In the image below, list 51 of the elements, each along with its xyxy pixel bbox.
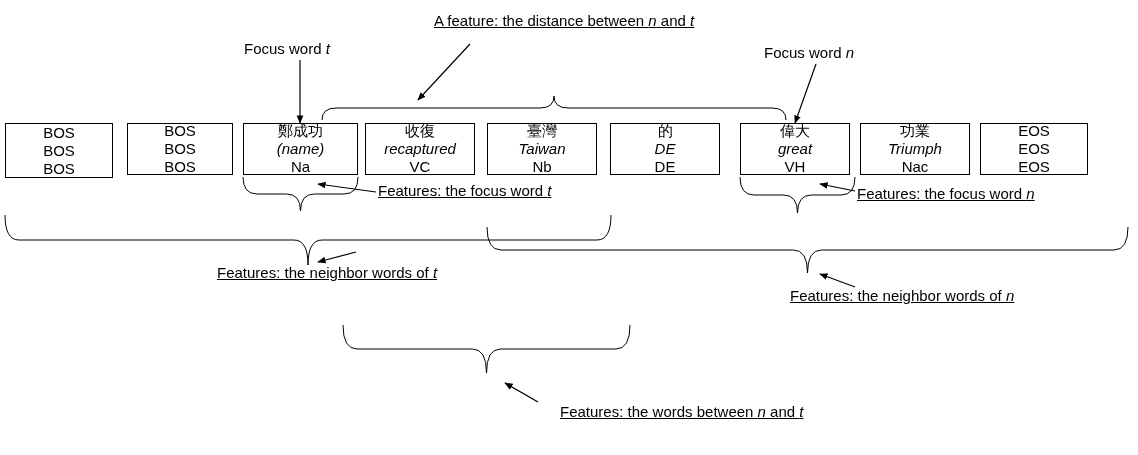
word-text: 偉大	[780, 122, 810, 140]
annotation-text: Features: the focus word n	[857, 185, 1112, 205]
word-box	[740, 123, 850, 175]
pos-tag: Nb	[532, 158, 552, 176]
word-text: 收復	[405, 122, 435, 140]
word-box	[243, 123, 358, 175]
word-box	[487, 123, 597, 175]
leader-arrow	[317, 181, 377, 193]
pos-tag: EOS	[1018, 158, 1050, 176]
annotation-text: Focus word t	[244, 40, 364, 60]
gloss-text: EOS	[1018, 140, 1050, 158]
annotation-text: Features: the neighbor words of n	[790, 287, 1080, 307]
word-text: BOS	[43, 123, 75, 142]
pos-tag: BOS	[164, 158, 196, 176]
word-text: 鄭成功	[278, 122, 323, 140]
word-text: 臺灣	[527, 122, 557, 140]
annotation-text: Features: the focus word t	[378, 182, 618, 202]
gloss-text: Triumph	[888, 140, 942, 158]
leader-arrow	[317, 251, 357, 264]
pos-tag: Na	[290, 158, 311, 176]
word-box	[127, 123, 233, 175]
leader-arrow	[794, 63, 817, 124]
gloss-text: great	[777, 140, 813, 158]
annotation-text: Focus word n	[764, 44, 884, 64]
annotation-text: A feature: the distance between n and t	[434, 12, 744, 32]
gloss-text: BOS	[43, 141, 75, 160]
gloss-text: BOS	[164, 140, 196, 158]
gloss-text: (name)	[276, 140, 325, 158]
word-box	[860, 123, 970, 175]
pos-tag: VH	[784, 158, 806, 176]
pos-tag: DE	[654, 158, 676, 176]
leader-arrow	[819, 273, 856, 288]
gloss-text: Taiwan	[518, 140, 566, 158]
word-box	[980, 123, 1088, 175]
word-box	[5, 123, 113, 178]
word-text: 功業	[900, 122, 930, 140]
gloss-text: DE	[654, 140, 676, 158]
leader-arrow	[296, 59, 304, 124]
gloss-text: recaptured	[384, 140, 456, 158]
word-box	[610, 123, 720, 175]
word-text: EOS	[1018, 122, 1050, 140]
word-box	[365, 123, 475, 175]
annotation-text: Features: the neighbor words of t	[217, 264, 487, 284]
pos-tag: Nac	[901, 158, 929, 176]
leader-arrow	[504, 382, 539, 403]
annotation-text: Features: the words between n and t	[560, 403, 830, 423]
leader-arrow	[417, 43, 471, 101]
word-text: 的	[657, 122, 673, 140]
word-text: BOS	[164, 122, 196, 140]
pos-tag: VC	[409, 158, 431, 176]
pos-tag: BOS	[43, 159, 75, 178]
